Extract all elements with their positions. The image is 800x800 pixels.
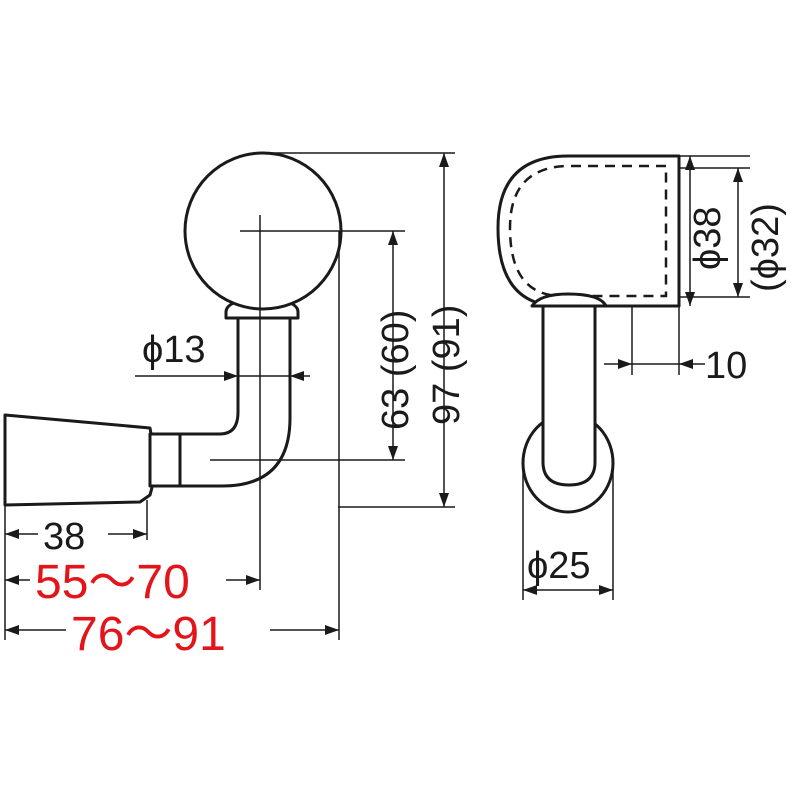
label-bg <box>30 555 226 607</box>
dim-base-diameter: ϕ25 <box>527 545 591 587</box>
support-post <box>541 298 597 487</box>
arrow <box>733 283 743 297</box>
dim-wall-width: 38 <box>43 516 85 558</box>
head-fitting <box>530 292 608 308</box>
arrow <box>733 168 743 182</box>
arrow <box>133 529 147 539</box>
arrow <box>325 625 339 635</box>
dim-center-height: 63 (60) <box>375 310 417 430</box>
arrow <box>5 575 19 585</box>
head-body <box>496 154 681 308</box>
dim-center-projection: 55～70 <box>35 556 190 609</box>
arrow <box>439 493 449 507</box>
mount-collar <box>148 432 182 488</box>
dim-overall-height: 97 (91) <box>426 305 468 425</box>
arrow <box>290 371 304 381</box>
arrow <box>5 625 19 635</box>
label-bg <box>38 512 108 552</box>
head-inner-dashed <box>508 164 668 298</box>
arrow <box>439 153 449 167</box>
dim-pipe-diameter: ϕ13 <box>142 329 206 371</box>
arrow <box>224 371 238 381</box>
arrow <box>388 231 398 245</box>
label-bg <box>66 604 270 660</box>
wall-mount-body <box>3 413 156 507</box>
dim-head-offset: 10 <box>705 345 747 387</box>
arrow <box>685 292 695 306</box>
arrow <box>388 446 398 460</box>
arrow <box>679 359 693 369</box>
dim-head-outer: ϕ38 <box>687 206 729 270</box>
arrow <box>523 585 537 595</box>
arrow <box>599 585 613 595</box>
arrow <box>246 575 260 585</box>
dim-head-inner: (ϕ32) <box>745 203 787 292</box>
arrow <box>618 359 632 369</box>
arrow <box>5 529 19 539</box>
bent-arm <box>178 308 292 488</box>
arrow <box>685 156 695 170</box>
dim-overall-projection: 76～91 <box>71 608 226 661</box>
